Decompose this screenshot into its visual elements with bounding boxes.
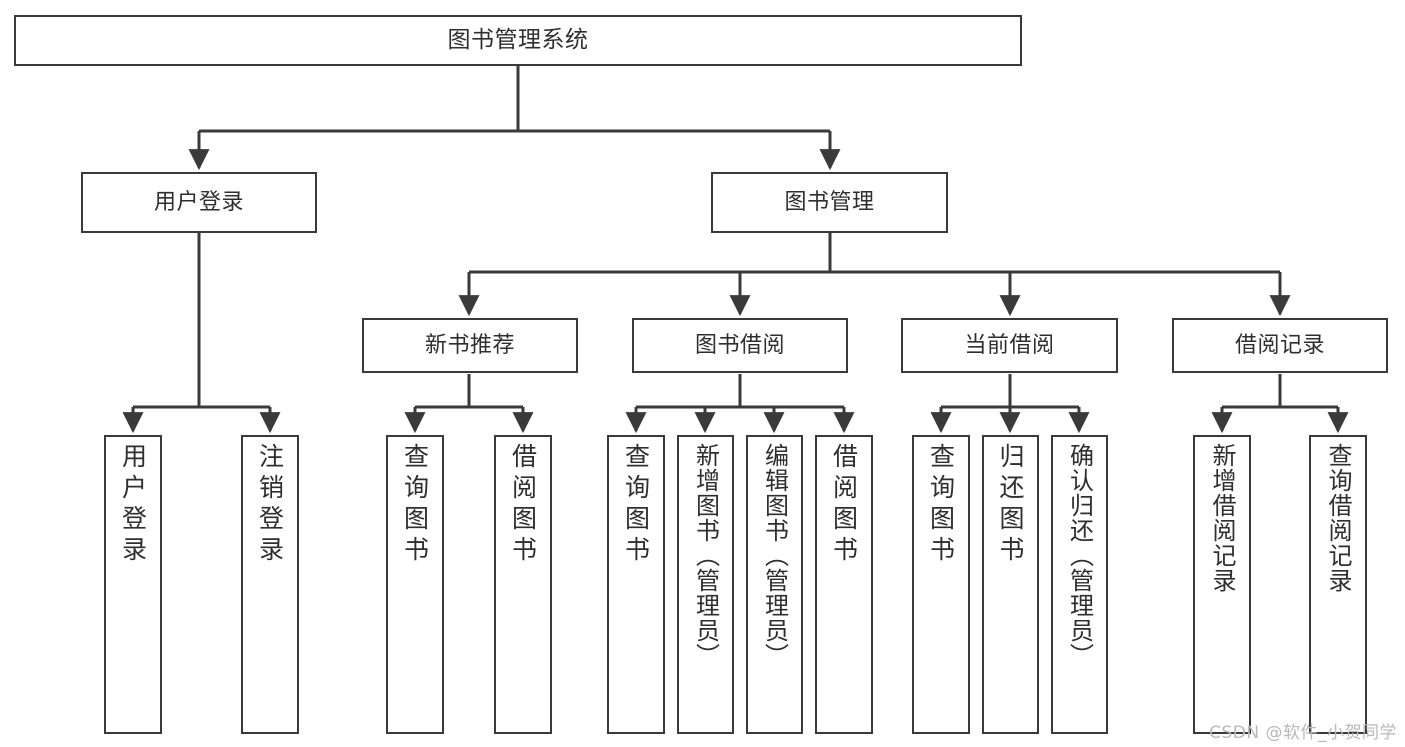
leaf-borrow-book-borrow[interactable]: 借阅图书 — [815, 435, 873, 734]
node-label: 用户登录 — [118, 443, 148, 567]
node-current-borrow[interactable]: 当前借阅 — [901, 318, 1118, 373]
leaf-borrow-book-recommend[interactable]: 借阅图书 — [494, 435, 552, 734]
node-label: 查询图书 — [926, 443, 956, 567]
node-book-manage[interactable]: 图书管理 — [711, 172, 948, 233]
node-label: 当前借阅 — [964, 332, 1055, 358]
node-label: 查询图书 — [400, 443, 430, 567]
node-label: 新增图书（管理员） — [691, 443, 720, 668]
node-label: 借阅图书 — [508, 443, 538, 567]
leaf-query-book-recommend[interactable]: 查询图书 — [386, 435, 444, 734]
node-label: 新增借阅记录 — [1208, 443, 1236, 593]
node-label: 借阅记录 — [1234, 332, 1325, 358]
watermark: CSDN @软件_小贺同学 — [1209, 723, 1397, 743]
leaf-return-book[interactable]: 归还图书 — [982, 435, 1039, 734]
node-book-borrow[interactable]: 图书借阅 — [632, 318, 848, 373]
node-label: 确认归还（管理员） — [1065, 443, 1094, 668]
node-label: 新书推荐 — [424, 332, 515, 358]
node-label: 归还图书 — [996, 443, 1025, 567]
leaf-query-book-current[interactable]: 查询图书 — [912, 435, 970, 734]
leaf-query-book-borrow[interactable]: 查询图书 — [607, 435, 665, 734]
node-borrow-record[interactable]: 借阅记录 — [1172, 318, 1388, 373]
node-label: 注销登录 — [255, 443, 285, 567]
node-label: 查询借阅记录 — [1324, 443, 1352, 593]
leaf-add-borrow-record[interactable]: 新增借阅记录 — [1193, 435, 1251, 734]
node-label: 编辑图书（管理员） — [760, 443, 789, 668]
node-label: 图书借阅 — [694, 332, 785, 358]
node-label: 图书管理 — [784, 189, 875, 215]
leaf-confirm-return-admin[interactable]: 确认归还（管理员） — [1051, 435, 1108, 734]
node-label: 借阅图书 — [829, 443, 859, 567]
node-label: 查询图书 — [621, 443, 651, 567]
node-label: 图书管理系统 — [447, 27, 589, 54]
leaf-query-borrow-record[interactable]: 查询借阅记录 — [1309, 435, 1367, 734]
leaf-user-login[interactable]: 用户登录 — [104, 435, 162, 734]
node-root-book-management-system[interactable]: 图书管理系统 — [14, 15, 1022, 66]
leaf-user-logout[interactable]: 注销登录 — [241, 435, 299, 734]
leaf-edit-book-admin[interactable]: 编辑图书（管理员） — [746, 435, 803, 734]
node-user-login[interactable]: 用户登录 — [81, 172, 317, 233]
node-label: 用户登录 — [153, 189, 244, 215]
node-new-book-recommend[interactable]: 新书推荐 — [362, 318, 578, 373]
leaf-add-book-admin[interactable]: 新增图书（管理员） — [677, 435, 734, 734]
